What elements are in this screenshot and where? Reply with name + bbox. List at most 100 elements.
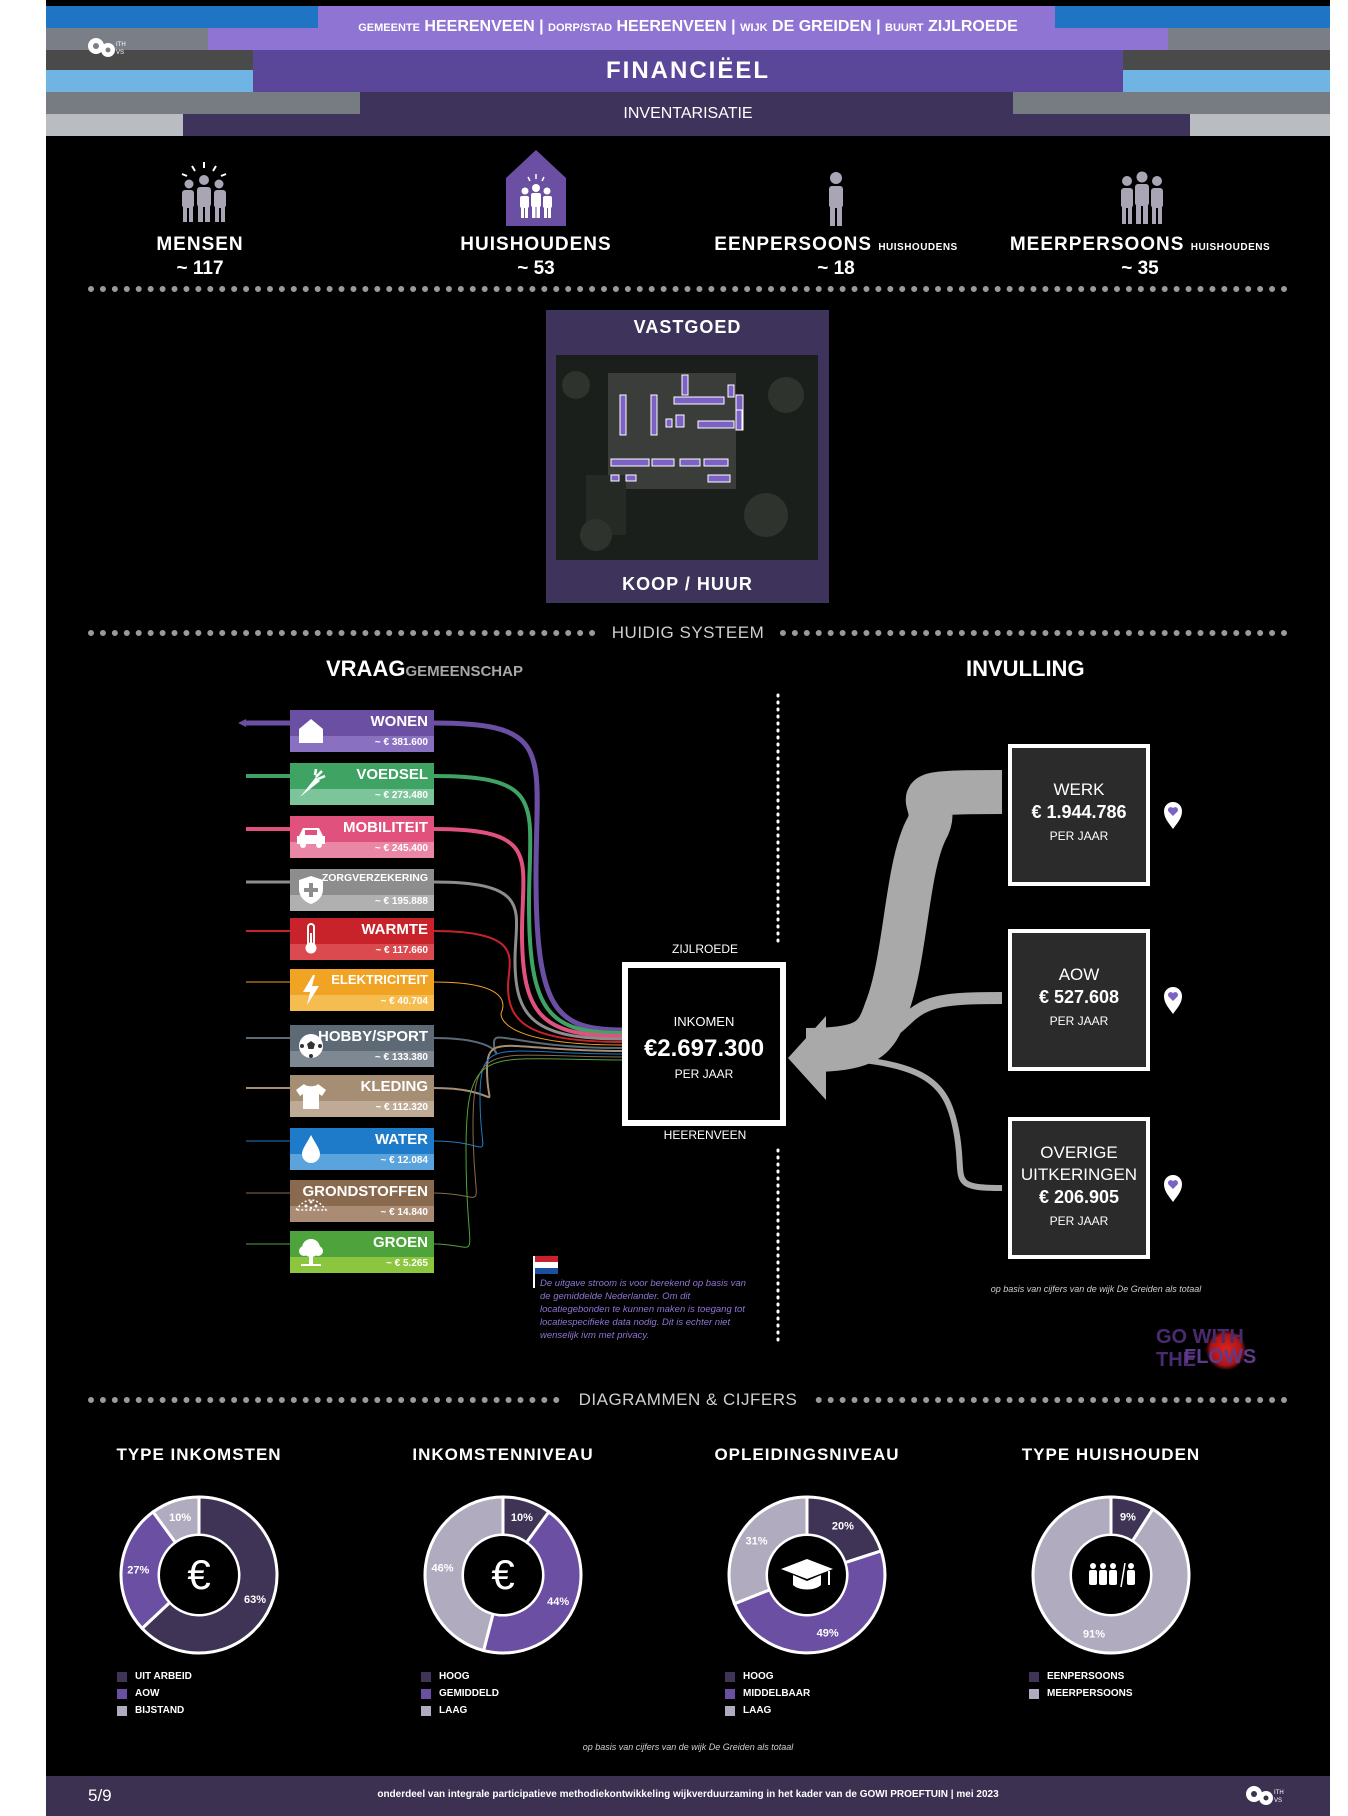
carrot-icon (290, 763, 332, 805)
brand-logo-glow (1206, 1330, 1246, 1370)
legend-label: LAAG (743, 1705, 772, 1716)
legend-item: HOOG (725, 1668, 810, 1685)
water-drop-icon (290, 1128, 332, 1170)
chart-legend: HOOG MIDDELBAAR LAAG (725, 1668, 810, 1719)
donut-slice (423, 1495, 505, 1653)
legend-label: GEMIDDELD (439, 1688, 499, 1699)
legend-swatch (117, 1671, 127, 1682)
stat-value: ~ 18 (817, 258, 855, 279)
heart-pin-icon (1164, 987, 1182, 1014)
category-water: WATER~ € 12.084 (290, 1128, 434, 1170)
income-source-aow: AOW € 527.608 PER JAAR (1008, 929, 1150, 1071)
slice-label: 10% (511, 1512, 533, 1524)
footnote-invulling: op basis van cijfers van de wijk De Grei… (990, 1284, 1202, 1294)
donut-slice (732, 1549, 887, 1655)
header-band (318, 6, 1055, 28)
donut-slice (140, 1495, 279, 1655)
page-title: FINANCIËEL (606, 57, 770, 84)
stat-suffix: HUISHOUDENS (1190, 242, 1271, 253)
donut-slice (151, 1495, 201, 1545)
breadcrumb-value: ZIJLROEDE (927, 18, 1018, 35)
category-name: WONEN (370, 713, 429, 730)
legend-label: MIDDELBAAR (743, 1688, 811, 1699)
category-bottom (290, 1154, 434, 1170)
category-kleding: KLEDING~ € 112.320 (290, 1075, 434, 1117)
category-hobbysport: HOBBY/SPORT~ € 133.380 (290, 1025, 434, 1067)
category-bottom (290, 1101, 434, 1117)
income-source-label: OVERIGE (1040, 1143, 1118, 1162)
category-bottom (290, 736, 434, 752)
category-top (290, 1180, 434, 1206)
legend-label: BIJSTAND (135, 1705, 185, 1716)
legend-item: GEMIDDELD (421, 1685, 499, 1702)
category-voedsel: VOEDSEL ~ € 273.480 (290, 763, 434, 805)
legend-label: HOOG (743, 1671, 774, 1682)
legend-label: MEERPERSOONS (1047, 1688, 1133, 1699)
euro-icon: € (491, 1551, 514, 1598)
svg-text:€: € (187, 1551, 210, 1598)
slice-label: 63% (244, 1594, 266, 1606)
flow-line (433, 1058, 623, 1248)
income-source-value: € 1.944.786 (1031, 802, 1127, 822)
legend-item: EENPERSOONS (1029, 1668, 1133, 1685)
category-name: MOBILITEIT (343, 819, 428, 836)
legend-label: LAAG (439, 1705, 468, 1716)
income-source-per: PER JAAR (1049, 1214, 1109, 1228)
income-per: PER JAAR (674, 1067, 734, 1081)
section-title-text: HUIDIG SYSTEEM (597, 623, 779, 642)
breadcrumb-level: WIJK (740, 22, 768, 34)
donut-chart: 63%27%10%€ (119, 1495, 279, 1655)
legend-item: MIDDELBAAR (725, 1685, 810, 1702)
chart-title: INKOMSTENNIVEAU (412, 1445, 594, 1464)
header-band (208, 28, 1168, 50)
flow-line (433, 981, 623, 1046)
vastgoed-card: VASTGOED KOOP / HUU (546, 310, 829, 603)
income-source-label: UITKERINGEN (1020, 1165, 1138, 1184)
category-groen: GROEN~ € 5.265 (290, 1231, 434, 1273)
legend-swatch (117, 1705, 127, 1716)
category-warmte: WARMTE~ € 117.660 (290, 918, 434, 960)
footnote-charts: op basis van cijfers van de wijk De Grei… (582, 1742, 794, 1752)
page-subtitle: INVENTARISATIE (623, 105, 753, 122)
stat-mensen: MENSEN ~ 117 (50, 234, 350, 280)
legend-item: LAAG (421, 1702, 499, 1719)
people-group-icon (176, 160, 232, 231)
vraag-title-light: GEMEENSCHAP (405, 663, 523, 680)
category-amount: ~ € 133.380 (374, 1052, 428, 1063)
income-top-label: ZIJLROEDE (671, 942, 738, 956)
donut-slice (481, 1509, 583, 1655)
slice-label: 9% (1120, 1511, 1136, 1523)
category-name: VOEDSEL (356, 766, 428, 783)
category-bottom (290, 944, 434, 960)
slice-label: 91% (1083, 1629, 1105, 1641)
slice-label: 20% (832, 1521, 854, 1533)
category-wonen: WONEN ~ € 381.600 (290, 710, 434, 752)
svg-text:ITH: ITH (116, 42, 126, 48)
category-amount: ~ € 273.480 (374, 790, 428, 801)
slice-label: 27% (127, 1564, 149, 1576)
header-band (183, 114, 1190, 136)
category-amount: ~ € 117.660 (375, 945, 428, 956)
income-bottom-label: HEERENVEEN (663, 1128, 747, 1142)
flow-overige (805, 1053, 1003, 1191)
legend-label: EENPERSOONS (1047, 1671, 1125, 1682)
income-label: INKOMEN (673, 1014, 735, 1029)
flow-diagram (238, 693, 1003, 1344)
breadcrumb-value: DE GREIDEN (772, 18, 872, 35)
flow-line (433, 930, 623, 1043)
page-number: 5/9 (88, 1786, 112, 1805)
breadcrumb-value: HEERENVEEN (616, 18, 727, 35)
shirt-icon (290, 1075, 332, 1117)
expense-flows (238, 719, 623, 1248)
car-icon (290, 816, 332, 858)
flow-line (433, 880, 623, 1041)
category-mobiliteit: MOBILITEIT~ € 245.400 (290, 816, 434, 858)
income-value: €2.697.300 (643, 1035, 765, 1062)
house-people-icon (506, 150, 566, 231)
heart-pin-icon (1164, 802, 1182, 829)
category-amount: ~ € 381.600 (374, 737, 428, 748)
section-title-text: DIAGRAMMEN & CIJFERS (564, 1390, 812, 1409)
household-icon (1089, 1562, 1135, 1588)
